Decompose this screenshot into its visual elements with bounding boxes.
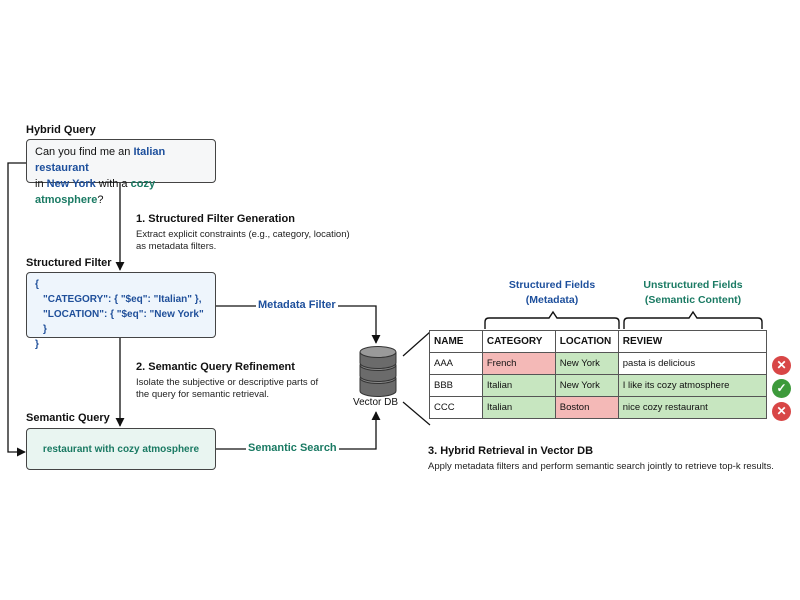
- semantic-query-text: restaurant with cozy atmosphere: [42, 443, 200, 455]
- filter-line: }: [35, 339, 39, 350]
- column-header-review: REVIEW: [617, 330, 768, 353]
- accept-check-icon: ✓: [772, 379, 791, 398]
- structured-fields-heading: Structured Fields (Metadata): [485, 278, 619, 308]
- query-text-plain: in: [35, 178, 47, 190]
- hybrid-query-line-1: Can you find me an Italian restaurant: [35, 144, 207, 176]
- reject-x-icon: ✕: [772, 356, 791, 375]
- structured-fields-brace: [484, 310, 620, 329]
- step2-desc-line: Isolate the subjective or descriptive pa…: [136, 377, 319, 388]
- step3-description: Apply metadata filters and perform seman…: [428, 461, 774, 472]
- table-row: CCC Italian Boston nice cozy restaurant: [429, 396, 768, 419]
- cell-category-mismatch: French: [481, 352, 556, 375]
- structured-fields-title: Structured Fields: [508, 279, 596, 291]
- structured-filter-label: Structured Filter: [26, 257, 112, 269]
- table-header-row: NAME CATEGORY LOCATION REVIEW: [429, 330, 768, 353]
- arrow-query-bypass: [7, 162, 26, 457]
- cell-location-match: New York: [554, 374, 619, 397]
- vector-db-label: Vector DB: [353, 397, 399, 408]
- step2-title: 2. Semantic Query Refinement: [136, 361, 295, 373]
- query-text-plain: ?: [97, 194, 104, 206]
- step1-desc-line: as metadata filters.: [136, 241, 217, 252]
- hybrid-query-line-2: in New York with a cozy atmosphere?: [35, 176, 207, 208]
- step1-title: 1. Structured Filter Generation: [136, 213, 295, 225]
- query-text-location: New York: [46, 178, 96, 190]
- table-row: BBB Italian New York I like its cozy atm…: [429, 374, 768, 397]
- query-text-atmosphere: cozy atmosphere: [35, 178, 156, 206]
- semantic-query-box: restaurant with cozy atmosphere: [26, 428, 216, 470]
- cell-review: pasta is delicious: [617, 352, 768, 375]
- cell-category-match: Italian: [481, 396, 556, 419]
- metadata-filter-label: Metadata Filter: [256, 299, 338, 311]
- step2-desc-line: the query for semantic retrieval.: [136, 389, 270, 400]
- column-header-category: CATEGORY: [481, 330, 556, 353]
- cell-review-match: I like its cozy atmosphere: [617, 374, 768, 397]
- semantic-search-label: Semantic Search: [246, 442, 339, 454]
- arrow-metadata-filter: [216, 305, 381, 344]
- step3-title: 3. Hybrid Retrieval in Vector DB: [428, 445, 594, 457]
- vector-db-table: NAME CATEGORY LOCATION REVIEW AAA French…: [429, 330, 768, 419]
- query-text-category: Italian restaurant: [35, 146, 166, 174]
- hybrid-query-label: Hybrid Query: [26, 124, 96, 136]
- unstructured-fields-brace: [623, 310, 763, 329]
- reject-x-icon: ✕: [772, 402, 791, 421]
- step1-desc-line: Extract explicit constraints (e.g., cate…: [136, 229, 350, 240]
- cell-location-mismatch: Boston: [554, 396, 619, 419]
- unstructured-fields-title: Unstructured Fields: [643, 279, 743, 291]
- cell-name: AAA: [429, 352, 483, 375]
- column-header-location: LOCATION: [554, 330, 619, 353]
- table-row: AAA French New York pasta is delicious: [429, 352, 768, 375]
- cell-location-match: New York: [554, 352, 619, 375]
- step2-description: Isolate the subjective or descriptive pa…: [136, 377, 318, 401]
- filter-line: {: [35, 279, 39, 290]
- db-table-link-bottom: [402, 401, 431, 426]
- unstructured-fields-subtitle: (Semantic Content): [644, 294, 742, 306]
- hybrid-query-box: Can you find me an Italian restaurant in…: [26, 139, 216, 206]
- semantic-query-label: Semantic Query: [26, 412, 110, 424]
- cell-name: CCC: [429, 396, 483, 419]
- cell-review-match: nice cozy restaurant: [617, 396, 768, 419]
- structured-filter-box: { "CATEGORY": { "$eq": "Italian" }, "LOC…: [26, 272, 216, 350]
- db-table-link-top: [402, 331, 431, 357]
- filter-line-location: "LOCATION": { "$eq": "New York" }: [43, 309, 204, 335]
- cell-name: BBB: [429, 374, 483, 397]
- query-text-plain: Can you find me an: [35, 146, 134, 158]
- step1-description: Extract explicit constraints (e.g., cate…: [136, 229, 350, 253]
- cell-category-match: Italian: [481, 374, 556, 397]
- filter-line-category: "CATEGORY": { "$eq": "Italian" },: [43, 294, 202, 305]
- structured-fields-subtitle: (Metadata): [525, 294, 579, 306]
- vector-db-icon: [359, 346, 397, 397]
- column-header-name: NAME: [429, 330, 483, 353]
- unstructured-fields-heading: Unstructured Fields (Semantic Content): [624, 278, 762, 308]
- query-text-plain: with a: [95, 178, 131, 190]
